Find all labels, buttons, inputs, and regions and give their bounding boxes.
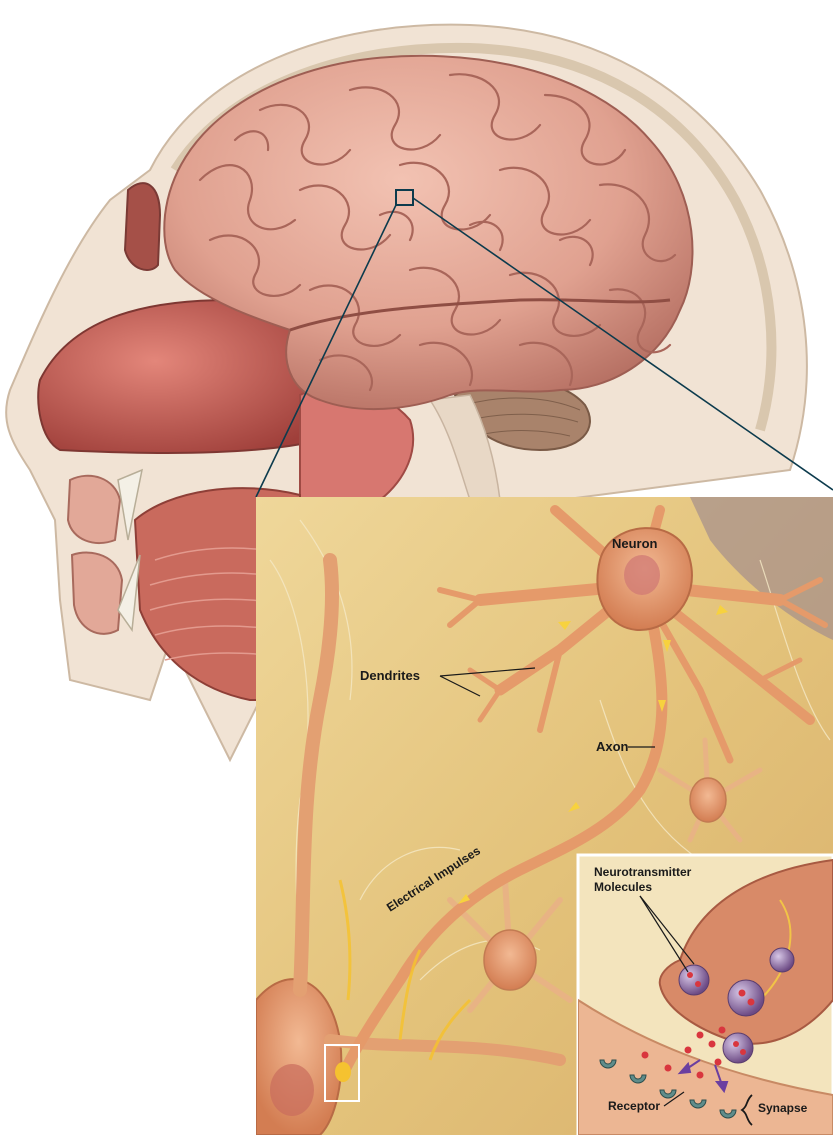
lower-lip xyxy=(72,553,122,634)
label-synapse: Synapse xyxy=(758,1101,808,1115)
vesicle xyxy=(770,948,794,972)
right-neuron-soma xyxy=(690,778,726,822)
synapse-inset: Neurotransmitter Molecules Receptor Syna… xyxy=(578,855,833,1135)
frontal-sinus xyxy=(125,183,160,270)
terminal-bulb xyxy=(335,1062,351,1082)
label-neuron: Neuron xyxy=(612,536,658,551)
label-receptor: Receptor xyxy=(608,1099,660,1113)
label-neurotransmitter-line2: Molecules xyxy=(594,880,652,894)
label-axon: Axon xyxy=(596,739,629,754)
label-dendrites: Dendrites xyxy=(360,668,420,683)
label-neurotransmitter-line1: Neurotransmitter xyxy=(594,865,692,879)
lower-neuron-nucleus xyxy=(270,1064,314,1116)
vesicle xyxy=(723,1033,753,1063)
main-nucleus xyxy=(624,555,660,595)
upper-lip xyxy=(68,476,120,543)
middle-neuron-soma xyxy=(484,930,536,990)
vesicle xyxy=(679,965,709,995)
vesicle xyxy=(728,980,764,1016)
